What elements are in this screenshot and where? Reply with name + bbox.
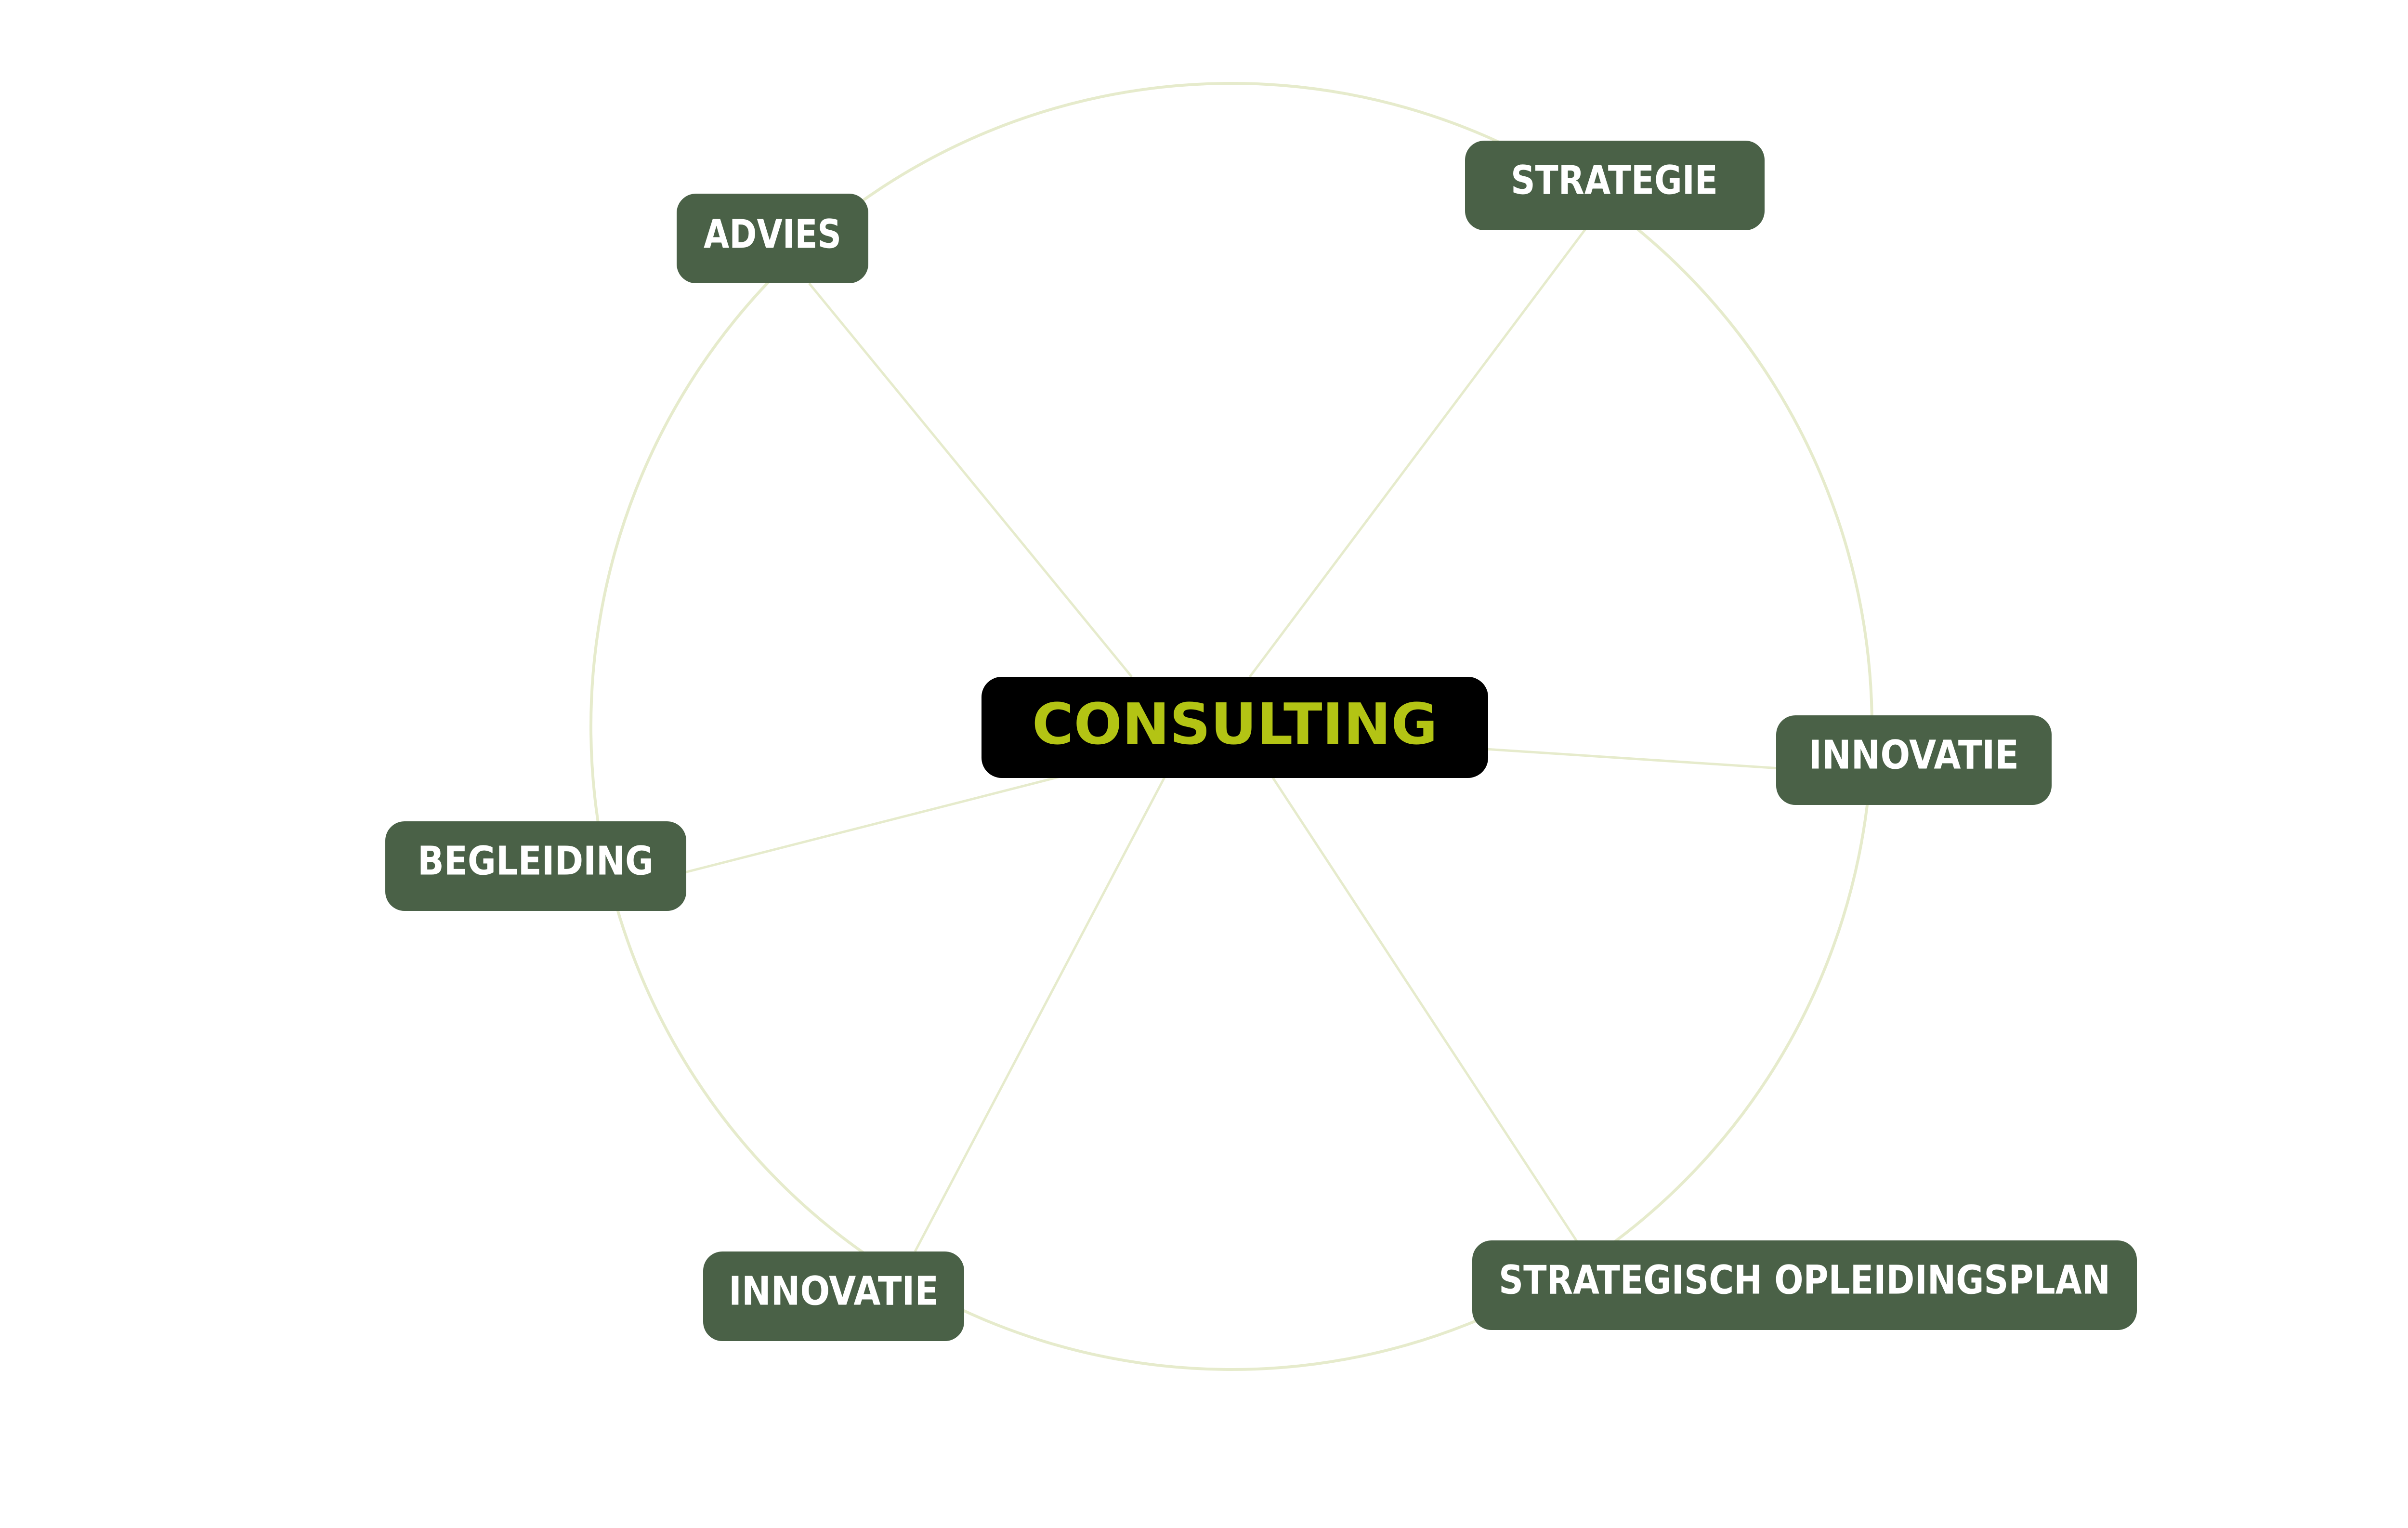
node-innovatie-bottom[interactable]: INNOVATIE bbox=[703, 1251, 964, 1341]
center-node-box bbox=[982, 677, 1488, 778]
node-strategisch-opleidingsplan-label: STRATEGISCH OPLEIDINGSPLAN bbox=[1499, 1257, 2110, 1303]
connector-innovatie-bottom bbox=[914, 775, 1167, 1252]
node-strategisch-opleidingsplan[interactable]: STRATEGISCH OPLEIDINGSPLAN bbox=[1472, 1240, 2137, 1330]
node-innovatie-right-box bbox=[1776, 715, 2052, 805]
node-strategie-box bbox=[1465, 141, 1765, 230]
node-innovatie-right[interactable]: INNOVATIE bbox=[1776, 715, 2052, 805]
connector-begeleiding bbox=[682, 774, 1065, 874]
center-node[interactable]: CONSULTING bbox=[982, 677, 1488, 778]
connector-strategie bbox=[1249, 223, 1590, 678]
node-innovatie-bottom-box bbox=[703, 1251, 964, 1341]
node-advies[interactable]: ADVIES bbox=[677, 194, 868, 283]
node-innovatie-bottom-label: INNOVATIE bbox=[729, 1268, 939, 1314]
node-strategisch-opleidingsplan-box bbox=[1472, 1240, 2137, 1330]
node-begeleiding-label: BEGLEIDING bbox=[418, 838, 654, 884]
node-advies-box bbox=[677, 194, 868, 283]
node-innovatie-right-label: INNOVATIE bbox=[1809, 732, 2019, 778]
connector-advies bbox=[808, 282, 1133, 678]
connector-innovatie-right bbox=[1485, 748, 1780, 770]
connectors bbox=[682, 223, 1780, 1252]
node-advies-label: ADVIES bbox=[704, 211, 841, 257]
connector-strategisch-opleidingsplan bbox=[1270, 775, 1579, 1243]
node-begeleiding-box bbox=[385, 821, 686, 911]
node-begeleiding[interactable]: BEGLEIDING bbox=[385, 821, 686, 911]
node-strategie-label: STRATEGIE bbox=[1511, 158, 1718, 203]
node-strategie[interactable]: STRATEGIE bbox=[1465, 141, 1765, 230]
center-node-label: CONSULTING bbox=[1032, 691, 1438, 757]
